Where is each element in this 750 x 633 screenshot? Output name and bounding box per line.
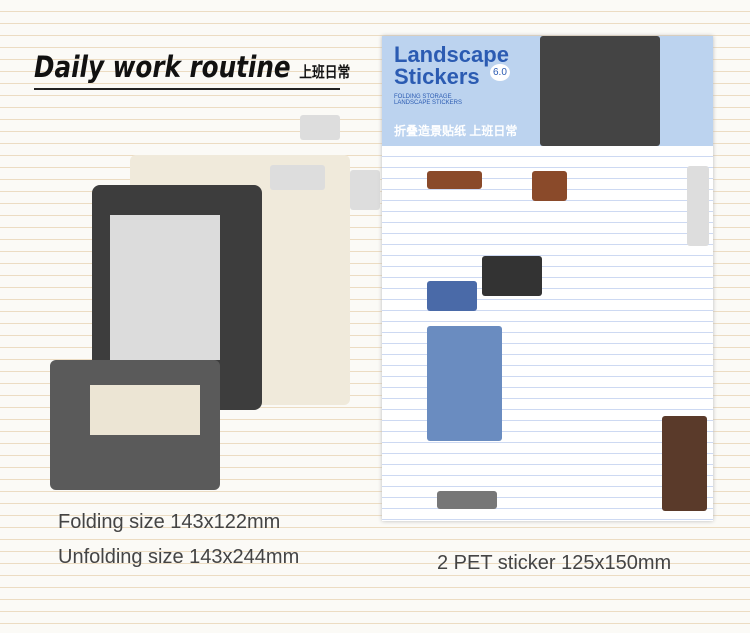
desk-sticker (350, 170, 380, 210)
desk-sticker (482, 256, 542, 296)
title-line1: Landscape (394, 42, 509, 67)
keyboard (50, 360, 220, 490)
sheet-cn-title: 折叠造景贴纸 上班日常 (394, 124, 518, 138)
title-underline (34, 88, 340, 90)
pet-sticker-size: 2 PET sticker 125x150mm (437, 552, 672, 574)
title-main: Daily work routine (34, 50, 291, 84)
desk-sticker (300, 115, 340, 140)
window-sticker (427, 326, 502, 441)
bookcase-sticker (662, 416, 707, 511)
unfolding-size: Unfolding size 143x244mm (58, 546, 300, 568)
title-line2: Stickers (394, 64, 480, 89)
sofa-sticker (427, 281, 477, 311)
sheet-subtitle: FOLDING STORAGE LANDSCAPE STICKERS (394, 94, 463, 106)
computer-sticker (540, 36, 660, 146)
version-badge: 6.0 (490, 64, 510, 81)
title-cn: 上班日常 (299, 63, 351, 81)
shelf-sticker (427, 171, 482, 189)
folding-size: Folding size 143x122mm (58, 511, 281, 533)
tower-sticker (687, 166, 709, 246)
title: Daily work routine 上班日常 (34, 50, 350, 84)
bench-sticker (437, 491, 497, 509)
keys (90, 385, 200, 435)
desk-sticker (270, 165, 325, 190)
cabinet-sticker (532, 171, 567, 201)
screen (110, 215, 220, 360)
